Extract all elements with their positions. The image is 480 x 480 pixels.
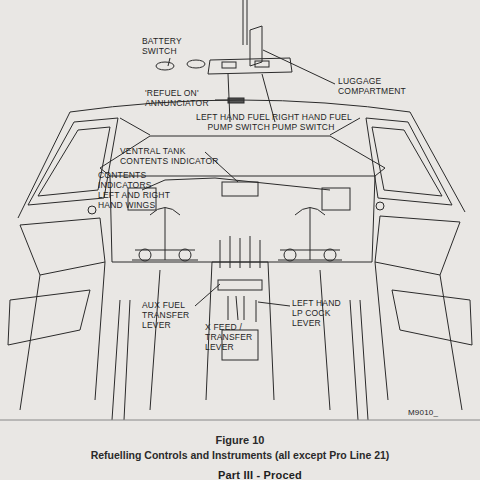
armrest <box>8 290 90 345</box>
callout-label: Part III - Proced <box>180 470 340 480</box>
switch-symbol <box>255 61 269 67</box>
pole <box>243 0 247 45</box>
floor-line <box>0 420 480 421</box>
callout-label: LUGGAGE COMPARTMENT <box>338 76 428 96</box>
leader-line <box>168 58 170 66</box>
switch-symbol <box>222 62 236 68</box>
callout-label: CONTENTS INDICATORS LEFT AND RIGHT HAND … <box>98 170 170 210</box>
callout-label: X FEED / TRANSFER LEVER <box>205 322 271 352</box>
windshield-frame <box>18 100 465 218</box>
callout-label: M9010_ <box>408 408 478 418</box>
wheel <box>179 249 191 261</box>
lever <box>218 280 262 290</box>
side-window <box>366 118 452 205</box>
yoke-column <box>132 250 198 260</box>
wheel <box>284 249 296 261</box>
armrest <box>392 290 472 345</box>
seat-outline <box>20 262 160 410</box>
callout-label: LEFT HAND FUEL PUMP SWITCH <box>190 112 270 132</box>
wheel <box>139 249 151 261</box>
lever <box>228 296 256 322</box>
leader-line <box>215 100 228 101</box>
callout-label: RIGHT HAND FUEL PUMP SWITCH <box>272 112 362 132</box>
callout-label: AUX FUEL TRANSFER LEVER <box>142 300 202 330</box>
lever <box>220 236 260 268</box>
leader-line <box>258 302 290 306</box>
leader-line <box>195 284 220 306</box>
instrument <box>376 202 384 210</box>
figure-caption: Refuelling Controls and Instruments (all… <box>0 449 480 461</box>
callout-label: LEFT HAND LP COCK LEVER <box>292 298 346 328</box>
instrument <box>88 206 96 214</box>
leader-line <box>263 50 335 84</box>
instrument <box>222 182 258 196</box>
side-window <box>372 127 442 196</box>
figure-title: Figure 10 <box>0 434 480 446</box>
yoke <box>295 208 325 261</box>
battery-switch-symbol <box>156 62 174 70</box>
callout-label: VENTRAL TANK CONTENTS INDICATOR <box>120 146 230 166</box>
callout-label: 'REFUEL ON' ANNUNCIATOR <box>145 88 217 108</box>
callout-label: BATTERY SWITCH <box>142 36 202 56</box>
leader-line <box>142 178 330 190</box>
console <box>375 216 460 275</box>
yoke <box>150 208 180 261</box>
wheel <box>324 249 336 261</box>
switch-symbol <box>187 60 205 68</box>
seat-outline <box>320 262 462 410</box>
console <box>20 218 105 275</box>
overhead-panel <box>208 58 292 74</box>
bracket <box>250 26 262 66</box>
yoke-column <box>278 250 342 260</box>
leader-line <box>236 296 238 320</box>
instrument <box>322 188 350 210</box>
pedestal <box>206 262 274 400</box>
